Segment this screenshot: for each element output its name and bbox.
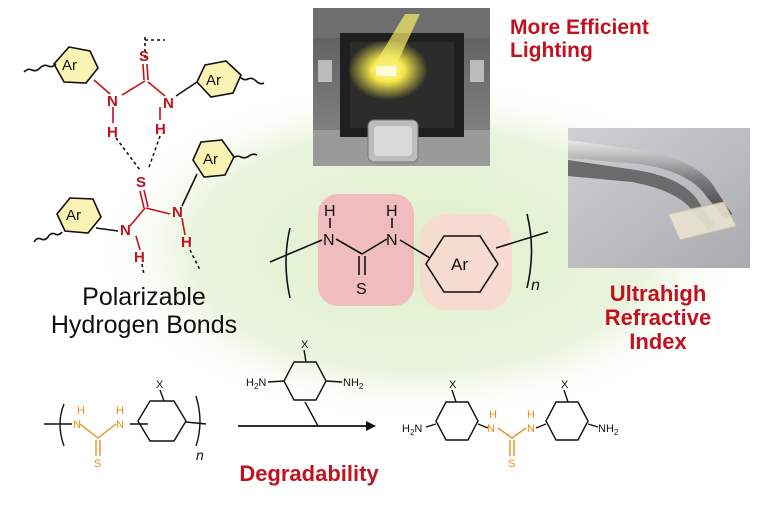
tweezers-film-photo bbox=[568, 128, 750, 268]
central-sulfur: S bbox=[356, 281, 367, 298]
hydrogen-bond-dimer bbox=[23, 34, 265, 276]
bottom-polymer: H H N N S X n bbox=[44, 379, 207, 470]
wavy-bond-1 bbox=[23, 63, 57, 73]
aryl-label-1: Ar bbox=[62, 57, 77, 74]
product-hydrogen-2: H bbox=[527, 409, 535, 421]
aryl-label-4: Ar bbox=[66, 207, 81, 224]
nitrogen-label-3: N bbox=[120, 222, 131, 239]
nitrogen-label-2: N bbox=[163, 95, 174, 112]
dimer-atom-labels: Ar Ar Ar Ar S N N H H S N N H H bbox=[62, 48, 221, 266]
nitrogen-label-4: N bbox=[172, 204, 183, 221]
bottom-hydrogen-1: H bbox=[77, 405, 85, 417]
polarizable-label-line-1: Polarizable bbox=[82, 283, 206, 311]
wavy-bond-2 bbox=[239, 76, 265, 85]
lighting-label-line-1: More Efficient bbox=[510, 16, 649, 39]
product-amine-left: H2N bbox=[402, 423, 422, 437]
aryl-label-2: Ar bbox=[206, 72, 221, 89]
thiourea-highlight bbox=[318, 194, 414, 306]
lighting-label-line-2: Lighting bbox=[510, 39, 593, 63]
central-polymer: N N H H S Ar n bbox=[269, 194, 549, 310]
degradability-label: Degradability bbox=[239, 461, 379, 486]
refractive-label-line-1: Ultrahigh bbox=[609, 281, 707, 306]
central-nitrogen-2: N bbox=[386, 232, 398, 249]
product-nitrogen-1: N bbox=[487, 423, 495, 435]
refractive-label-line-2: Refractive bbox=[604, 305, 712, 331]
product-amine-right: NH2 bbox=[598, 423, 619, 437]
central-repeat-n: n bbox=[531, 277, 540, 294]
sulfur-label-2: S bbox=[136, 174, 146, 191]
reaction-arrow bbox=[238, 401, 376, 431]
lighting-label: More Efficient Lighting bbox=[510, 16, 700, 62]
reagent-amine-right: NH2 bbox=[343, 377, 364, 391]
hydrogen-label-4: H bbox=[181, 234, 192, 251]
hydrogen-label-1: H bbox=[107, 124, 118, 141]
aryl-ring-4 bbox=[56, 197, 102, 234]
polarizable-label-line-2: Hydrogen Bonds bbox=[50, 310, 238, 339]
refractive-label: Ultrahigh Refractive Index bbox=[570, 281, 746, 355]
wavy-bond-4 bbox=[33, 231, 63, 243]
bottom-sulfur: S bbox=[94, 458, 101, 470]
product-nitrogen-2: N bbox=[527, 423, 535, 435]
polarizable-label: Polarizable Hydrogen Bonds bbox=[14, 283, 274, 339]
product-sulfur: S bbox=[508, 458, 515, 470]
hydrogen-label-2: H bbox=[155, 121, 166, 138]
aryl-ring-1 bbox=[53, 46, 99, 84]
central-aryl-ring bbox=[425, 235, 499, 293]
bottom-nitrogen-1: N bbox=[73, 419, 81, 431]
hydrogen-label-3: H bbox=[134, 249, 145, 266]
bottom-substituent: X bbox=[156, 379, 164, 391]
refractive-label-line-3: Index bbox=[629, 329, 687, 355]
aryl-ring-3 bbox=[192, 139, 235, 178]
wavy-bond-3 bbox=[232, 153, 258, 159]
diamine-reagent: X H2N NH2 bbox=[238, 339, 376, 431]
sulfur-label-1: S bbox=[139, 48, 149, 65]
central-hydrogen-1: H bbox=[324, 203, 336, 220]
bottom-hydrogen-2: H bbox=[116, 405, 124, 417]
product-substituent-2: X bbox=[561, 379, 569, 391]
central-aryl-label: Ar bbox=[451, 255, 468, 274]
degradation-product: X X H2N NH2 H H N N S bbox=[402, 379, 619, 470]
central-nitrogen-1: N bbox=[323, 232, 335, 249]
aryl-label-3: Ar bbox=[203, 151, 218, 168]
central-hydrogen-2: H bbox=[386, 203, 398, 220]
led-device-photo bbox=[313, 8, 490, 166]
bottom-repeat-n: n bbox=[196, 447, 204, 463]
bottom-nitrogen-2: N bbox=[116, 419, 124, 431]
product-hydrogen-1: H bbox=[489, 409, 497, 421]
reagent-amine-left: H2N bbox=[246, 377, 266, 391]
reagent-substituent: X bbox=[301, 339, 309, 351]
product-substituent-1: X bbox=[449, 379, 457, 391]
nitrogen-label-1: N bbox=[107, 93, 118, 110]
